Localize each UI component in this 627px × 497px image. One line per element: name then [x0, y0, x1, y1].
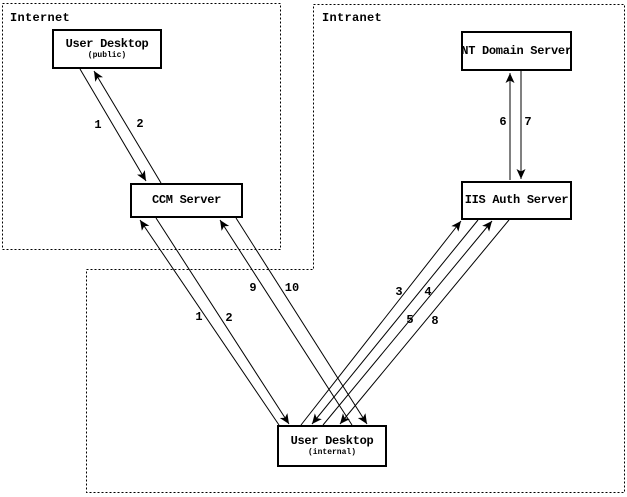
node-title: CCM Server [151, 193, 221, 207]
node-title: User Desktop [290, 433, 374, 448]
arrow-line-2-ccm-to-internal [155, 217, 290, 425]
arrow-line-9-internal-to-ccm [219, 219, 353, 426]
node-user-desktop-public: User Desktop (public) [52, 29, 162, 69]
zone-internet-outline [2, 3, 281, 250]
arrow-label-6: 6 [499, 115, 507, 129]
arrow-line-8-iis-to-internal [339, 219, 510, 425]
arrow-line-2-ccm-to-public [93, 70, 162, 184]
arrow-line-4-iis-to-internal [311, 219, 479, 425]
node-nt-domain-server: NT Domain Server [461, 31, 572, 71]
arrow-label-2-internal: 2 [225, 311, 233, 325]
arrow-label-4: 4 [424, 285, 432, 299]
node-subtitle: (internal) [307, 447, 356, 457]
zone-label-intranet: Intranet [322, 11, 383, 25]
arrow-label-1-internal: 1 [195, 310, 203, 324]
arrow-label-8: 8 [431, 314, 439, 328]
node-iis-auth-server: IIS Auth Server [461, 181, 572, 220]
node-title: IIS Auth Server [464, 193, 569, 207]
arrow-line-1-internal-to-ccm [139, 219, 280, 426]
zone-intranet-outline [86, 4, 625, 493]
node-title: NT Domain Server [461, 43, 572, 58]
arrow-line-5-internal-to-iis [322, 220, 493, 426]
zone-label-internet: Internet [10, 11, 71, 25]
arrow-line-10-ccm-to-internal [235, 217, 368, 425]
arrow-label-10: 10 [284, 281, 300, 295]
node-title: User Desktop [65, 36, 149, 51]
node-subtitle: (public) [87, 50, 127, 60]
node-ccm-server: CCM Server [130, 183, 243, 218]
arrow-label-5: 5 [406, 313, 414, 327]
node-user-desktop-internal: User Desktop (internal) [277, 425, 387, 467]
arrow-label-7: 7 [524, 115, 532, 129]
arrow-line-3-internal-to-iis [300, 220, 462, 426]
arrow-label-1-public: 1 [94, 118, 102, 132]
arrow-line-1-public-to-ccm [79, 68, 147, 182]
arrow-label-9: 9 [249, 281, 257, 295]
arrow-label-2-public: 2 [136, 117, 144, 131]
arrow-label-3: 3 [395, 285, 403, 299]
